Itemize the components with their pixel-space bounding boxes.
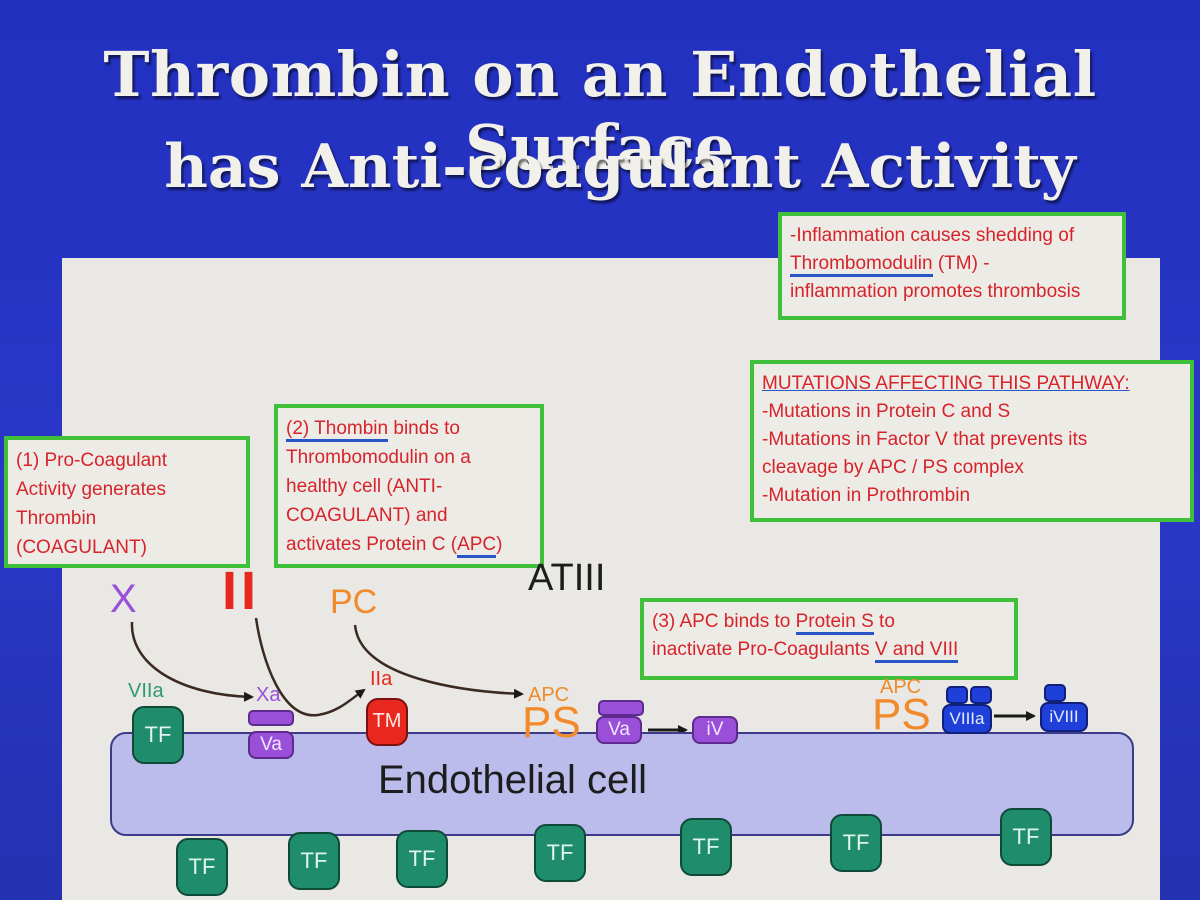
mutations-line2: -Mutations in Factor V that prevents its xyxy=(762,429,1088,450)
protein-s-term: Protein S xyxy=(795,611,874,635)
inactivated-v: iV xyxy=(692,716,738,744)
apc-line1: (3) APC binds to Protein S to xyxy=(652,608,1006,636)
xa-label: Xa xyxy=(256,684,281,706)
thrombin-line5-start: activates Protein C ( xyxy=(286,534,458,555)
thrombin-line4: COAGULANT) and xyxy=(286,505,448,526)
mutations-line1: -Mutations in Protein C and S xyxy=(762,401,1011,422)
ps-label-1: PS xyxy=(522,698,581,747)
apc-line1-end: to xyxy=(873,611,895,632)
tissue-factor-bottom-1: TF xyxy=(176,838,228,896)
procoagulant-line2: Activity generates xyxy=(16,479,166,500)
apc-note-box: (3) APC binds to Protein S to inactivate… xyxy=(640,598,1018,680)
iviii-top xyxy=(1044,684,1066,702)
apc-line2: inactivate Pro-Coagulants V and VIII xyxy=(652,636,1006,664)
procoagulant-note-box: (1) Pro-Coagulant Activity generates Thr… xyxy=(4,436,250,568)
arrow-pc-to-apc xyxy=(353,624,524,699)
thrombin-prefix: (2) xyxy=(286,418,315,442)
thombin-term: Thombin xyxy=(314,418,389,442)
viiia-block: VIIIa xyxy=(942,704,992,734)
mutations-note-box: MUTATIONS AFFECTING THIS PATHWAY: -Mutat… xyxy=(750,360,1194,522)
thrombomodulin-term: Thrombomodulin xyxy=(790,253,933,277)
v-and-viii-term: V and VIII xyxy=(874,639,959,663)
xa-subunit xyxy=(248,710,294,726)
thrombin-line5: activates Protein C (APC) xyxy=(286,530,532,559)
slide-title-line1: Thrombin on an Endothelial Surface xyxy=(103,38,1097,184)
endothelial-cell-label: Endothelial cell xyxy=(378,758,648,802)
factor-ii-label: II xyxy=(222,561,261,621)
procoagulant-line4: (COAGULANT) xyxy=(16,537,147,558)
thrombomodulin-block: TM xyxy=(366,698,408,746)
mutations-heading: MUTATIONS AFFECTING THIS PATHWAY: xyxy=(762,373,1130,394)
va-left: Va xyxy=(248,731,294,759)
apc-term: APC xyxy=(457,534,497,558)
thrombin-line3: healthy cell (ANTI- xyxy=(286,476,443,497)
mutations-line4: -Mutation in Prothrombin xyxy=(762,485,971,506)
factor-x-label: X xyxy=(110,577,137,621)
mutations-line3: cleavage by APC / PS complex xyxy=(762,457,1024,478)
inflammation-line2: Thrombomodulin (TM) - xyxy=(790,250,1114,278)
viia-label: VIIa xyxy=(128,680,164,702)
procoagulant-line1: (1) Pro-Coagulant xyxy=(16,450,168,471)
viiia-top-right xyxy=(970,686,992,704)
procoagulant-line3: Thrombin xyxy=(16,508,97,529)
va-mid-top xyxy=(598,700,644,716)
tissue-factor-bottom-3: TF xyxy=(396,830,448,888)
inactivated-viii: iVIII xyxy=(1040,702,1088,732)
va-mid: Va xyxy=(596,716,642,744)
atiii-label: ATIII xyxy=(528,557,606,599)
apc-line2-start: inactivate Pro-Coagulants xyxy=(652,639,875,660)
thrombin-line1-rest: binds to xyxy=(388,418,460,439)
inflammation-note-box: -Inflammation causes shedding of Thrombo… xyxy=(778,212,1126,320)
thrombin-line2: Thrombomodulin on a xyxy=(286,447,471,468)
thrombin-note-box: (2) Thombin binds to Thrombomodulin on a… xyxy=(274,404,544,568)
thrombin-line5-end: ) xyxy=(496,534,503,555)
tissue-factor-surface: TF xyxy=(132,706,184,764)
viiia-top-left xyxy=(946,686,968,704)
tissue-factor-bottom-6: TF xyxy=(830,814,882,872)
thrombin-line1: (2) Thombin binds to xyxy=(286,414,532,443)
apc-label-1: APC xyxy=(528,684,570,706)
arrow-ii-to-iia xyxy=(254,617,366,717)
arrow-x-to-xa xyxy=(130,621,254,702)
slide-title-line2: has Anti-coagulant Activity xyxy=(164,132,1076,202)
ps-label-2: PS xyxy=(872,690,931,739)
tissue-factor-bottom-5: TF xyxy=(680,818,732,876)
inflammation-line1: -Inflammation causes shedding of xyxy=(790,225,1075,246)
inflammation-line2-rest: (TM) - xyxy=(932,253,990,274)
iia-label: IIa xyxy=(370,668,393,690)
tissue-factor-bottom-7: TF xyxy=(1000,808,1052,866)
tissue-factor-bottom-4: TF xyxy=(534,824,586,882)
apc-label-2: APC xyxy=(880,676,922,698)
apc-line1-start: (3) APC binds to xyxy=(652,611,796,632)
protein-c-label: PC xyxy=(330,583,378,621)
tissue-factor-bottom-2: TF xyxy=(288,832,340,890)
inflammation-line3: inflammation promotes thrombosis xyxy=(790,281,1081,302)
